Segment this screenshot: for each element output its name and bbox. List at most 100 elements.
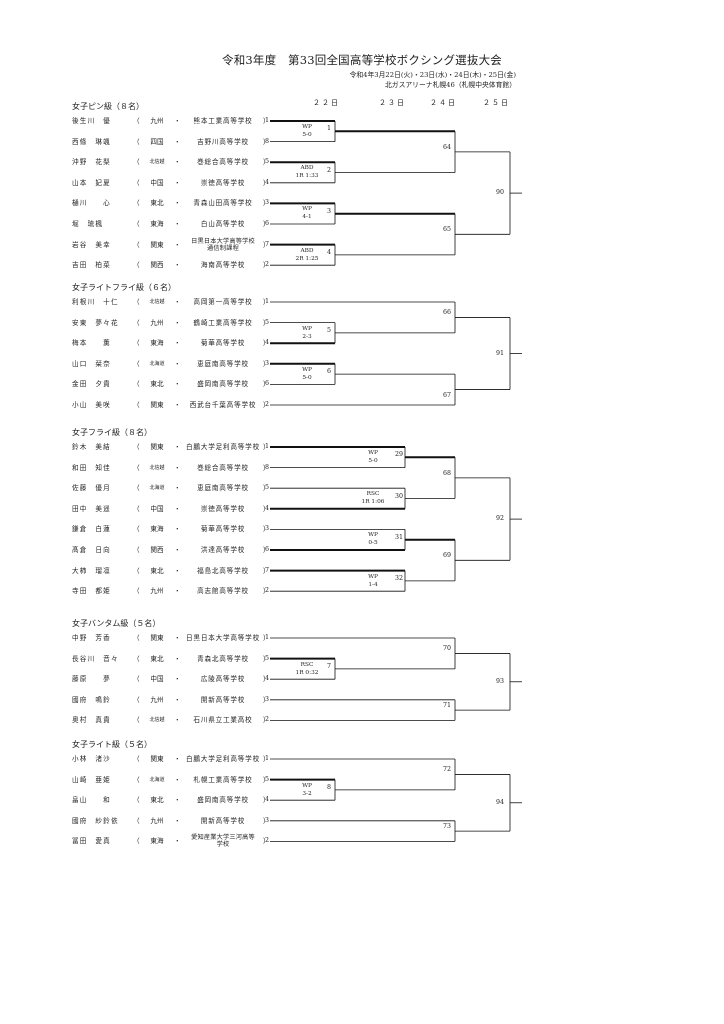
open-paren: （: [133, 546, 140, 554]
seed-number: 1: [265, 443, 270, 450]
day-header: ２４日: [430, 99, 457, 107]
region: 関東: [150, 443, 164, 451]
close-paren: ）: [263, 261, 270, 270]
school-name: 愛知産業大学三河高等学校: [191, 834, 255, 849]
match-number: 6: [327, 368, 332, 376]
entrant-name: 金田 夕貴: [72, 380, 111, 389]
school-name: 日黒日本大学高等学校: [186, 634, 260, 642]
open-paren: （: [133, 220, 140, 228]
region: 九州: [150, 318, 164, 327]
entrant-name: 梅本 薫: [72, 339, 111, 348]
region: 東海: [150, 525, 164, 534]
close-paren: ）: [263, 675, 270, 684]
school-name: 高岡第一高等学校: [193, 298, 253, 306]
open-paren: （: [133, 359, 140, 368]
school-name: 開新高等学校: [200, 816, 246, 825]
entrant-name: 小林 渚沙: [72, 755, 111, 763]
open-paren: （: [133, 525, 140, 534]
school-name: 鶴崎工業高等学校: [193, 318, 253, 327]
region: 関東: [150, 401, 164, 409]
open-paren: （: [133, 634, 140, 642]
region: 関西: [150, 261, 164, 270]
close-paren: ）: [263, 401, 270, 409]
close-paren: ）: [263, 240, 270, 249]
separator: ・: [174, 675, 181, 684]
open-paren: （: [133, 816, 140, 825]
school-name: 高志館高等学校: [197, 587, 249, 596]
day-header: ２２日: [313, 99, 340, 107]
entrant-name: 後生川 優: [72, 117, 111, 125]
seed-number: 3: [265, 199, 270, 207]
close-paren: ）: [263, 525, 270, 534]
seed-number: 2: [265, 587, 270, 595]
separator: ・: [174, 220, 181, 228]
match-number: 90: [496, 189, 505, 197]
school-name: 札幌工業高等学校: [193, 775, 253, 784]
school-name: 盛岡南高等学校: [197, 796, 249, 805]
weight-class-title: 女子ライト級（５名）: [72, 740, 152, 749]
school-name: 日黒日本大学高等学校通信制課程: [191, 237, 255, 252]
open-paren: （: [133, 401, 140, 409]
match-number: 64: [443, 143, 452, 151]
weight-class-title: 女子バンタム級（５名）: [72, 619, 161, 628]
school-name: 青森山田高等学校: [193, 199, 253, 208]
open-paren: （: [133, 675, 140, 684]
school-name: 恵庭南高等学校: [197, 359, 249, 368]
region: 東北: [150, 380, 164, 389]
open-paren: （: [133, 298, 140, 306]
seed-number: 3: [265, 695, 270, 703]
entrant-name: 利根川 十仁: [72, 298, 119, 306]
close-paren: ）: [263, 158, 270, 167]
entrant-name: 和田 知佳: [72, 463, 111, 472]
region: 北海道: [149, 485, 165, 492]
separator: ・: [174, 695, 181, 704]
close-paren: ）: [263, 775, 270, 784]
open-paren: （: [133, 504, 140, 513]
region: 東北: [150, 654, 164, 663]
entrant-name: 畠山 和: [72, 796, 111, 805]
close-paren: ）: [263, 359, 270, 368]
separator: ・: [174, 443, 181, 451]
seed-number: 1: [265, 634, 270, 641]
open-paren: （: [133, 199, 140, 208]
close-paren: ）: [263, 443, 270, 451]
entrant-name: 山口 栞奈: [72, 359, 111, 368]
seed-number: 5: [265, 654, 270, 662]
school-name: 広陵高等学校: [200, 675, 246, 684]
open-paren: （: [133, 775, 140, 784]
seed-number: 6: [265, 220, 270, 227]
open-paren: （: [133, 178, 140, 187]
open-paren: （: [133, 339, 140, 348]
entrant-name: 山崎 亜姫: [72, 775, 111, 784]
entrant-name: 小山 美咲: [72, 401, 111, 409]
school-name: 開新高等学校: [200, 695, 246, 704]
seed-number: 5: [265, 484, 270, 492]
match-number: 92: [496, 515, 505, 523]
seed-number: 2: [265, 261, 270, 269]
close-paren: ）: [263, 504, 270, 513]
entrant-name: 佐藤 優月: [72, 484, 111, 493]
open-paren: （: [133, 463, 140, 472]
weight-class-title: 女子フライ級（８名）: [72, 428, 152, 437]
match-number: 5: [327, 326, 332, 334]
region: 関東: [150, 634, 164, 642]
school-name: 白鵬大学足利高等学校: [186, 755, 260, 763]
close-paren: ）: [263, 117, 270, 125]
entrant-name: 中野 芳香: [72, 634, 111, 642]
open-paren: （: [133, 755, 140, 763]
separator: ・: [174, 137, 181, 146]
event-dates: 令和4年3月22日(火)・23日(水)・24日(木)・25日(金): [349, 71, 516, 79]
entrant-name: 國府 紗鈴依: [72, 816, 119, 825]
seed-number: 4: [265, 339, 270, 347]
weight-class-title: 女子ピン級（８名）: [72, 102, 144, 111]
school-name: 崇徳高等学校: [200, 504, 246, 513]
seed-number: 7: [265, 240, 270, 248]
event-venue: 北ガスアリーナ札幌46（札幌中央体育館）: [385, 81, 516, 89]
region: 四国: [150, 137, 164, 146]
